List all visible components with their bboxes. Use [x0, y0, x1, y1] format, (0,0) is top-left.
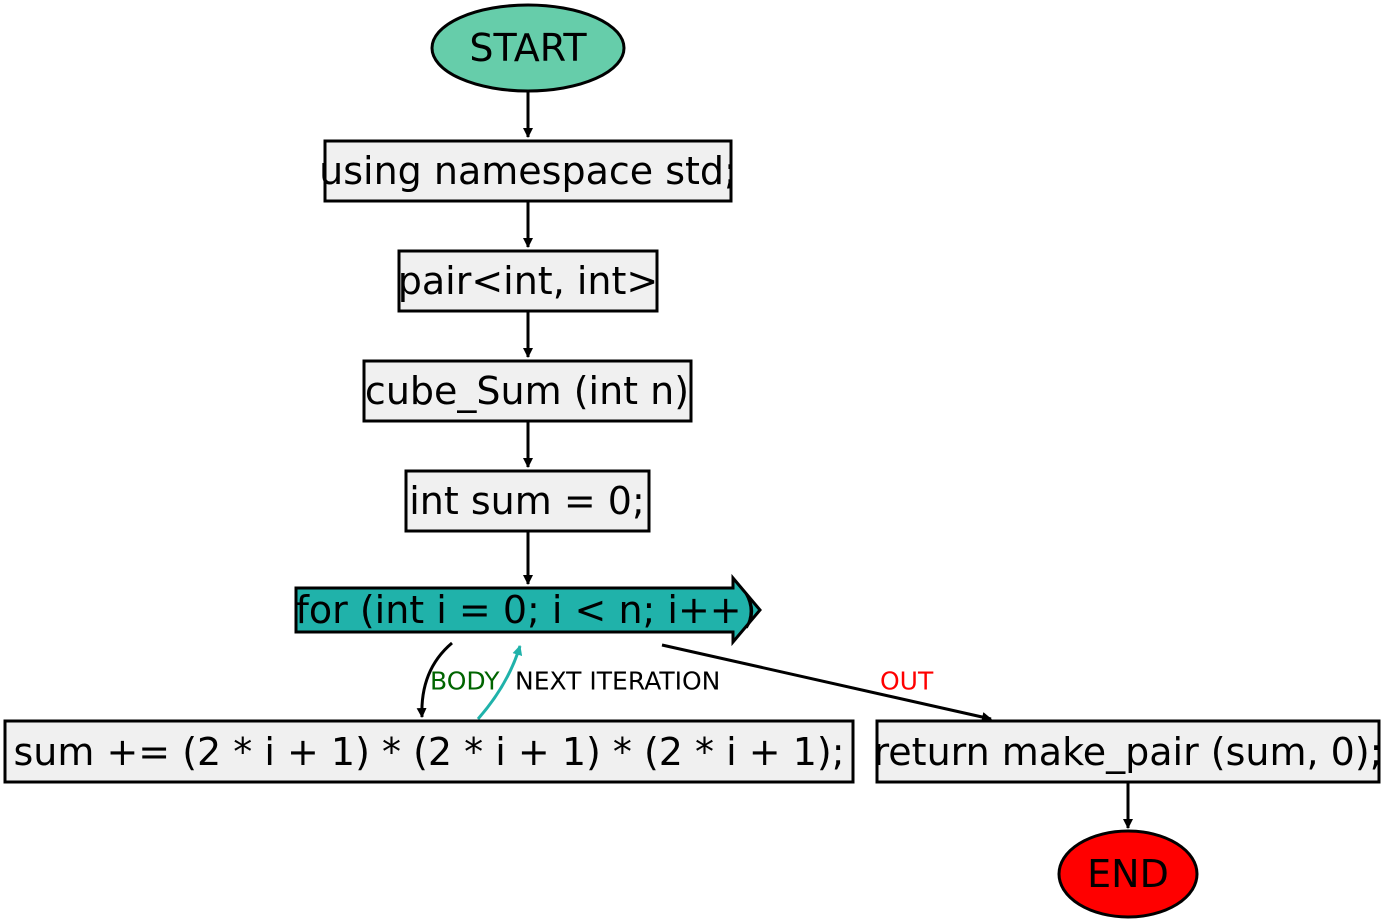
edge-label-next-iteration: NEXT ITERATION	[515, 667, 720, 696]
edge-loop-to-body	[416, 641, 453, 718]
init-node-label: int sum = 0;	[409, 479, 645, 523]
start-node	[430, 3, 626, 93]
loop-node	[294, 573, 762, 647]
return-node	[875, 719, 1381, 784]
function-node	[362, 359, 693, 423]
end-node	[1057, 829, 1199, 919]
return-node-label: return make_pair (sum, 0);	[874, 730, 1383, 774]
init-node	[404, 469, 651, 533]
start-node-label: START	[469, 26, 587, 70]
edge-label-body: BODY	[430, 667, 500, 696]
edge-body-to-loop	[476, 645, 523, 720]
using-node-label: using namespace std;	[319, 149, 737, 193]
body-node-label: sum += (2 * i + 1) * (2 * i + 1) * (2 * …	[13, 730, 844, 774]
edge-label-out: OUT	[880, 667, 934, 696]
pair-node-label: pair<int, int>	[398, 259, 659, 303]
end-node-label: END	[1087, 852, 1169, 896]
edge-loop-to-return	[661, 643, 992, 722]
pair-node	[397, 249, 659, 313]
using-node	[323, 139, 733, 203]
loop-node-label: for (int i = 0; i < n; i++)	[296, 588, 757, 632]
function-node-label: cube_Sum (int n)	[365, 369, 689, 413]
body-node	[3, 719, 855, 784]
